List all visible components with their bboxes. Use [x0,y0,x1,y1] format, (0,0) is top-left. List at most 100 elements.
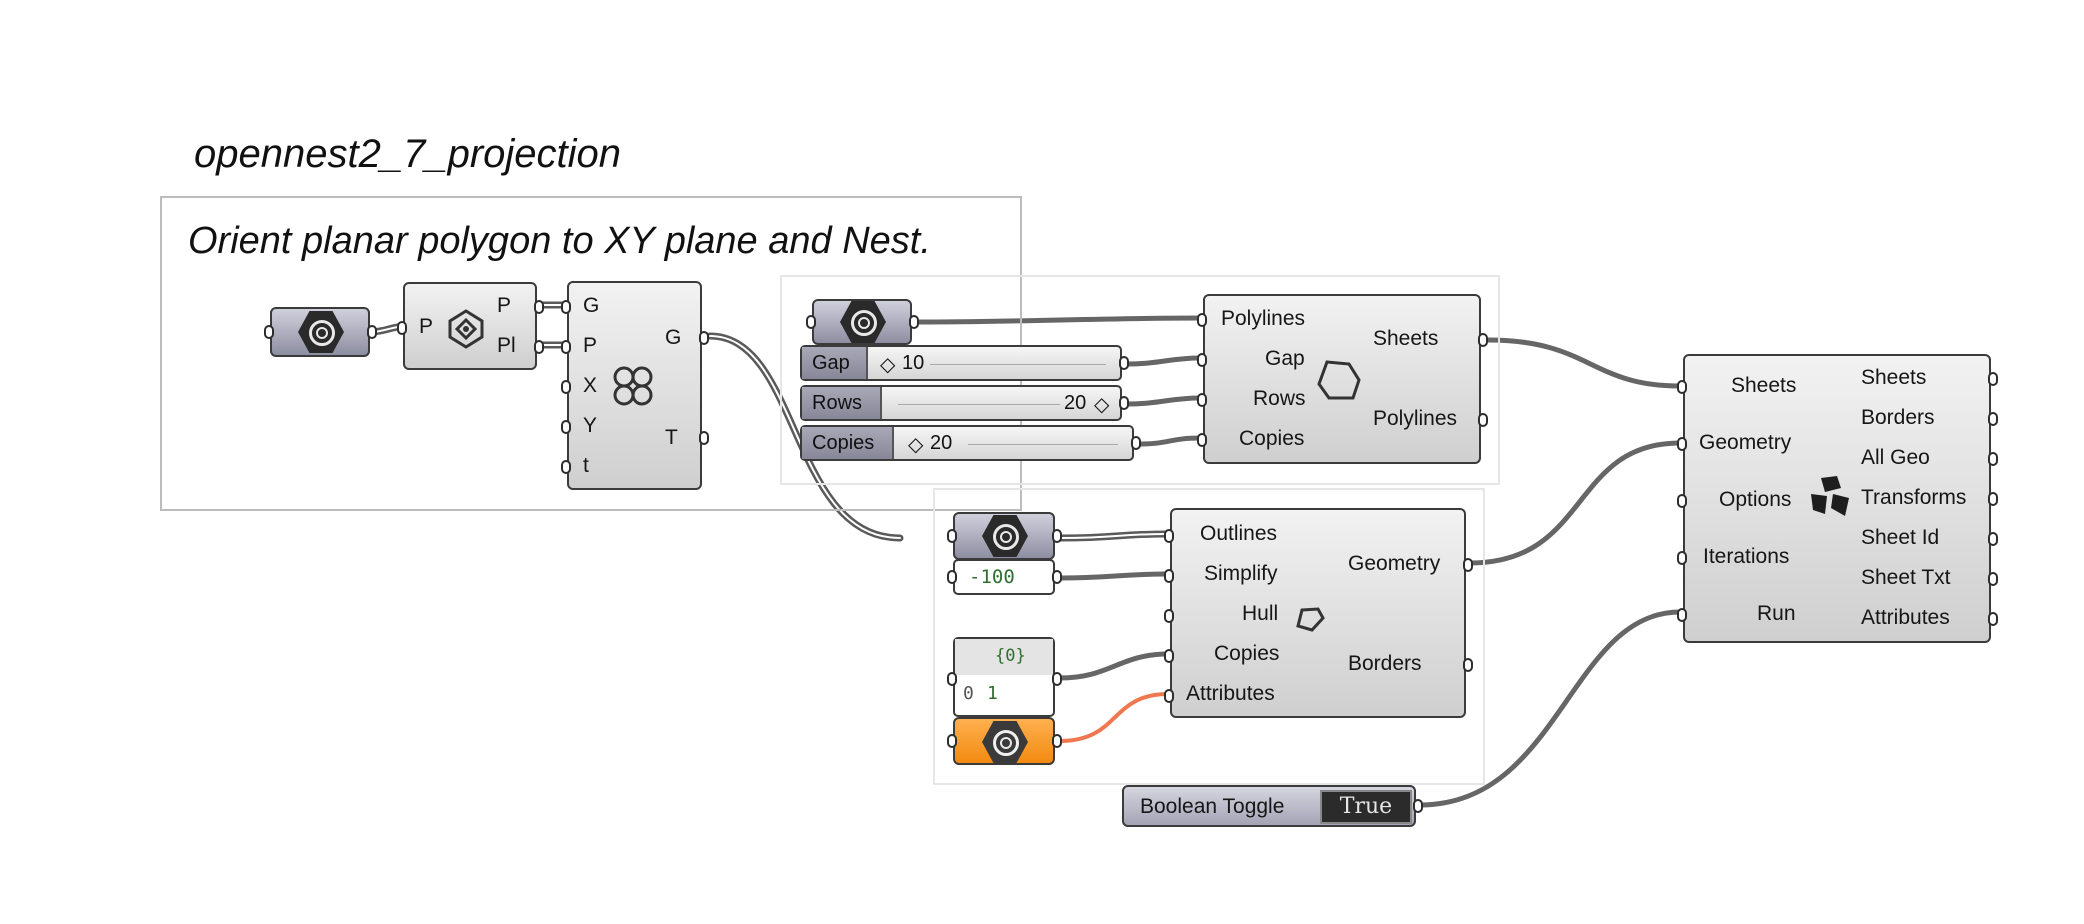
port-out-sheet-txt[interactable] [1988,572,1998,586]
port-geometry[interactable] [1677,437,1687,451]
output-label-borders: Borders [1348,652,1422,675]
port-options[interactable] [1677,494,1687,508]
wire-gap [1124,355,1203,367]
port-out-sheets[interactable] [1478,333,1488,347]
boolean-toggle[interactable]: Boolean Toggle True [1122,785,1423,827]
attributes-param-component[interactable] [947,717,1062,765]
panel-index: 0 [963,683,974,704]
port-gap[interactable] [1197,353,1207,367]
port-hull[interactable] [1164,609,1174,623]
input-label-iterations: Iterations [1703,545,1790,568]
curve-param-component[interactable] [264,307,377,357]
output-port[interactable] [1052,529,1062,543]
simplify-panel[interactable]: -100 [947,559,1062,595]
input-label-outlines: Outlines [1200,522,1278,545]
port-out-borders[interactable] [1988,412,1998,426]
wire-curve-param-to-outlines [1056,530,1172,542]
slider-track[interactable] [930,364,1106,365]
port-outlines[interactable] [1164,529,1174,543]
output-port[interactable] [367,325,377,339]
port-out-attributes[interactable] [1988,612,1998,626]
port-rows[interactable] [1197,393,1207,407]
port-out-sheet-id[interactable] [1988,532,1998,546]
port-g[interactable] [561,300,571,314]
sheets-group[interactable] [780,275,1500,485]
port-y[interactable] [561,420,571,434]
input-label-simplify: Simplify [1204,562,1278,585]
plane-origin-icon [448,309,484,349]
port-out-pl[interactable] [534,340,544,354]
input-port[interactable] [947,529,957,543]
output-label-g: G [665,326,682,349]
plane-component[interactable]: P P Pl [397,282,544,370]
input-port[interactable] [947,570,957,584]
canvas-title: opennest2_7_projection [194,132,622,176]
port-polylines[interactable] [1197,313,1207,327]
port-copies[interactable] [1164,649,1174,663]
toggle-value[interactable]: True [1320,790,1412,824]
input-label-attributes: Attributes [1186,682,1275,705]
port-simplify[interactable] [1164,569,1174,583]
output-port[interactable] [1052,734,1062,748]
output-label-p: P [497,294,512,317]
port-iterations[interactable] [1677,551,1687,565]
port-p[interactable] [397,321,407,335]
port-out-geometry[interactable] [1463,558,1473,572]
port-sheets[interactable] [1677,380,1687,394]
gap-slider[interactable]: Gap ◇ 10 [800,345,1129,381]
port-p[interactable] [561,340,571,354]
slider-diamond-icon: ◇ [1094,394,1110,416]
output-port[interactable] [909,315,919,329]
output-label-t: T [665,426,678,449]
input-label-options: Options [1719,488,1792,511]
output-port[interactable] [1119,396,1129,410]
port-out-sheets[interactable] [1988,372,1998,386]
copies-panel[interactable]: {0} 0 1 [947,637,1062,717]
rows-slider[interactable]: Rows 20 ◇ [800,385,1129,421]
copies-slider[interactable]: Copies ◇ 20 [800,425,1141,461]
slider-diamond-icon: ◇ [880,354,896,376]
port-out-g[interactable] [699,331,709,345]
port-run[interactable] [1677,608,1687,622]
geometry-component[interactable]: Outlines Simplify Hull Copies Attributes… [1164,508,1473,718]
port-out-polylines[interactable] [1478,413,1488,427]
slider-value: 10 [902,352,925,374]
nest-component[interactable]: Sheets Geometry Options Iterations Run S… [1677,354,1998,643]
input-label-p: P [419,315,434,338]
output-port[interactable] [1052,672,1062,686]
port-copies[interactable] [1197,433,1207,447]
port-out-borders[interactable] [1463,658,1473,672]
output-port[interactable] [1131,436,1141,450]
sheets-component[interactable]: Polylines Gap Rows Copies Sheets Polylin… [1197,294,1488,464]
polyline-param-component[interactable] [806,299,919,345]
curve-param-icon [982,515,1028,557]
input-label-rows: Rows [1253,387,1306,410]
port-out-all-geo[interactable] [1988,452,1998,466]
port-out-p[interactable] [534,300,544,314]
curve-param-icon [840,301,886,343]
output-port[interactable] [1413,799,1423,813]
input-label-polylines: Polylines [1221,307,1306,330]
port-attributes[interactable] [1164,689,1174,703]
output-port[interactable] [1052,570,1062,584]
output-port[interactable] [1119,356,1129,370]
port-x[interactable] [561,380,571,394]
wire-rows [1124,395,1203,407]
input-port[interactable] [947,734,957,748]
slider-label: Gap [802,347,868,379]
orient-component[interactable]: G P X Y t G T [561,281,709,490]
port-out-transforms[interactable] [1988,492,1998,506]
group-note: Orient planar polygon to XY plane and Ne… [188,220,931,262]
wire-polylines [914,315,1203,325]
output-label-sheet-id: Sheet Id [1861,526,1940,549]
port-t[interactable] [561,460,571,474]
input-port[interactable] [947,672,957,686]
input-port[interactable] [264,325,274,339]
output-label-sheets: Sheets [1373,327,1439,350]
port-out-t[interactable] [699,431,709,445]
slider-track[interactable] [898,404,1060,405]
input-port[interactable] [806,315,816,329]
slider-track[interactable] [968,444,1118,445]
geometry-group[interactable] [933,488,1485,785]
outline-param-component[interactable] [947,512,1062,560]
